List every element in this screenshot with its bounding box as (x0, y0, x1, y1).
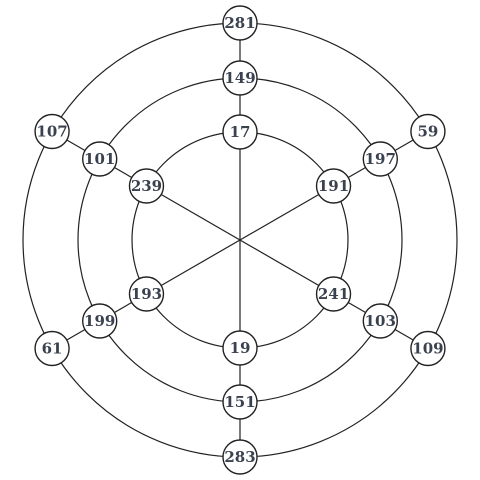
node-middle: 101 (82, 141, 118, 177)
node-circle (410, 330, 446, 367)
node-label: 109 (412, 340, 443, 358)
node-label: 199 (84, 312, 115, 330)
node-middle: 199 (82, 303, 118, 339)
node-inner: 239 (128, 168, 165, 204)
node-circle (34, 330, 70, 367)
node-circle (34, 113, 70, 150)
node-circle (222, 5, 258, 41)
node-outer: 109 (410, 330, 446, 367)
node-label: 197 (365, 150, 396, 168)
nodes-layer: 17 191 241 19 193 239 149 197 103 151 199 101 281 59 1… (34, 5, 446, 475)
node-circle (222, 60, 258, 96)
node-middle: 197 (362, 141, 398, 177)
node-label: 241 (318, 285, 349, 303)
node-outer: 61 (34, 330, 70, 367)
node-label: 19 (230, 339, 251, 357)
node-inner: 19 (222, 330, 258, 366)
node-circle (222, 330, 258, 366)
node-circle (362, 303, 398, 339)
node-inner: 241 (315, 276, 352, 312)
node-outer: 281 (222, 5, 258, 41)
node-circle (128, 276, 165, 312)
node-label: 149 (224, 69, 255, 87)
node-circle (410, 113, 446, 150)
node-label: 59 (417, 123, 438, 141)
node-circle (222, 439, 258, 475)
node-label: 191 (318, 177, 349, 195)
node-circle (222, 384, 258, 420)
node-circle (315, 168, 352, 204)
node-label: 61 (42, 340, 63, 358)
node-circle (315, 276, 352, 312)
spoke-line (146, 185, 334, 295)
node-label: 283 (224, 448, 255, 466)
node-outer: 283 (222, 439, 258, 475)
node-circle (82, 303, 118, 339)
node-label: 17 (230, 123, 251, 141)
node-middle: 149 (222, 60, 258, 96)
node-circle (222, 114, 258, 150)
node-middle: 103 (362, 303, 398, 339)
node-label: 193 (131, 285, 162, 303)
node-circle (362, 141, 398, 177)
node-middle: 151 (222, 384, 258, 420)
node-circle (82, 141, 118, 177)
node-outer: 59 (410, 113, 446, 150)
node-inner: 193 (128, 276, 165, 312)
node-label: 107 (36, 123, 67, 141)
node-outer: 107 (34, 113, 70, 150)
node-inner: 191 (315, 168, 352, 204)
node-circle (128, 168, 165, 204)
node-label: 151 (224, 393, 255, 411)
node-label: 239 (131, 177, 162, 195)
node-label: 103 (365, 312, 396, 330)
node-label: 101 (84, 150, 115, 168)
node-inner: 17 (222, 114, 258, 150)
node-label: 281 (224, 14, 255, 32)
